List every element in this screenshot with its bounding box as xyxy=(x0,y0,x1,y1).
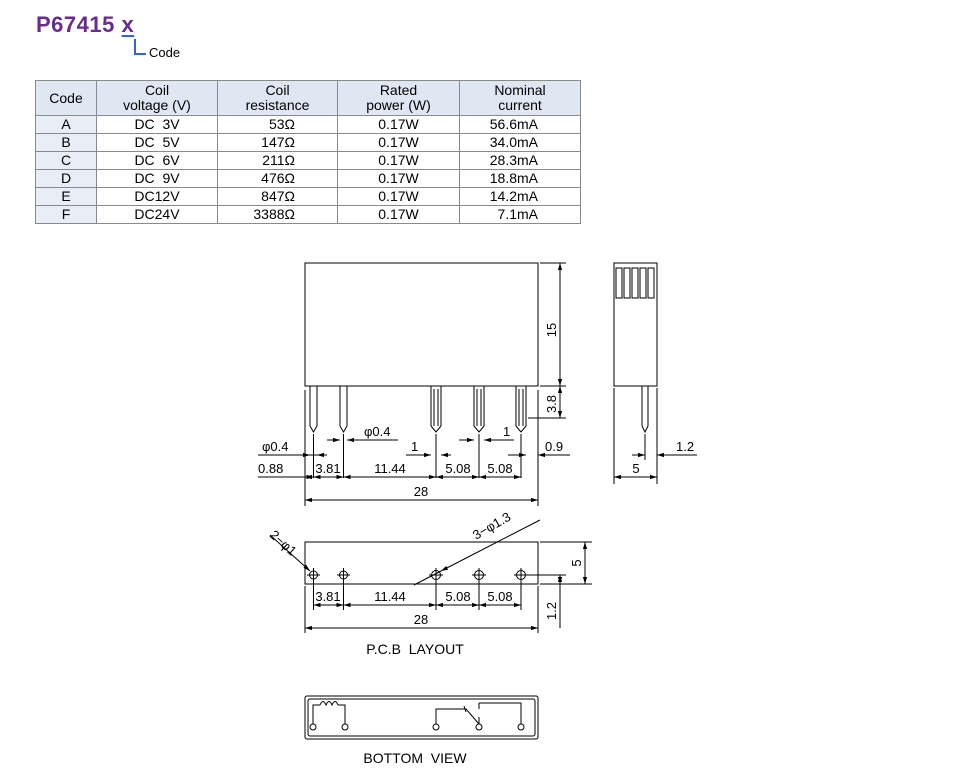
cell-resistance: 3388Ω xyxy=(217,205,338,224)
pcb-outline xyxy=(304,541,539,585)
pcb-pitch-4-label: 5.08 xyxy=(487,589,512,604)
dim-side-pin-offset-label: 1.2 xyxy=(676,439,694,454)
header-code: Code xyxy=(35,80,97,116)
relay-body xyxy=(304,262,539,387)
dim-pitch-3-label: 5.08 xyxy=(445,461,470,476)
coil-icon xyxy=(309,701,349,731)
cell-code: B xyxy=(35,133,97,152)
pcb-layout-view xyxy=(269,519,592,633)
contact-switch-icon xyxy=(432,702,525,731)
dim-pin-dia-mid-label: φ0.4 xyxy=(364,424,391,439)
pcb-layout-caption: P.C.B LAYOUT xyxy=(366,641,464,657)
dim-height-label: 15 xyxy=(544,323,559,337)
pcb-pitch-2-label: 11.44 xyxy=(374,589,406,604)
dim-pin-length-label: 3.8 xyxy=(544,395,559,413)
cell-code: F xyxy=(35,205,97,224)
bottom-view-caption: BOTTOM VIEW xyxy=(363,750,467,766)
table-row: D DC 9V 476Ω 0.17W 18.8mA xyxy=(35,169,581,188)
pcb-holes xyxy=(307,568,528,582)
pcb-hole-small-label: 2−φ1 xyxy=(267,527,300,559)
cell-current: 7.1mA xyxy=(459,205,581,224)
side-view xyxy=(613,262,697,484)
pcb-offset-label: 1.2 xyxy=(544,602,559,620)
table-row: C DC 6V 211Ω 0.17W 28.3mA xyxy=(35,151,581,170)
code-bracket xyxy=(134,39,146,55)
cell-power: 0.17W xyxy=(337,115,460,134)
cell-power: 0.17W xyxy=(337,151,460,170)
dim-pin-dia-left-label: φ0.4 xyxy=(262,439,289,454)
pcb-pitch-3-label: 5.08 xyxy=(445,589,470,604)
dim-pitch-2-label: 11.44 xyxy=(374,461,406,476)
relay-pins xyxy=(309,386,527,433)
bottom-view xyxy=(304,695,539,740)
pcb-pitch-1-label: 3.81 xyxy=(315,589,340,604)
cell-voltage: DC12V xyxy=(96,187,218,206)
code-label: Code xyxy=(149,45,181,60)
part-number: P67415 xyxy=(36,12,115,37)
table-row: A DC 3V 53Ω 0.17W 56.6mA xyxy=(35,115,581,134)
table-row: B DC 5V 147Ω 0.17W 34.0mA xyxy=(35,133,581,152)
cell-resistance: 53Ω xyxy=(217,115,338,134)
cell-voltage: DC24V xyxy=(96,205,218,224)
relay-side-body xyxy=(613,262,658,387)
dim-left-margin-label: 0.88 xyxy=(258,461,283,476)
cell-current: 34.0mA xyxy=(459,133,581,152)
table-row: F DC24V 3388Ω 0.17W 7.1mA xyxy=(35,205,581,224)
dim-side-width-label: 5 xyxy=(632,461,639,476)
part-number-title: P67415 x xyxy=(36,12,134,38)
dim-pin-width-b-label: 1 xyxy=(503,424,510,439)
cell-power: 0.17W xyxy=(337,133,460,152)
code-suffix: x xyxy=(121,12,135,37)
dim-pitch-1-label: 3.81 xyxy=(315,461,340,476)
table-row: E DC12V 847Ω 0.17W 14.2mA xyxy=(35,187,581,206)
front-view xyxy=(258,262,570,506)
cell-power: 0.17W xyxy=(337,205,460,224)
pcb-height-label: 5 xyxy=(569,559,584,566)
dim-right-margin-label: 0.9 xyxy=(545,439,563,454)
cell-current: 56.6mA xyxy=(459,115,581,134)
pcb-total-length-label: 28 xyxy=(414,612,428,627)
dim-pin-width-a-label: 1 xyxy=(411,439,418,454)
dim-total-length-label: 28 xyxy=(414,484,428,499)
cell-current: 18.8mA xyxy=(459,169,581,188)
bottom-view-outline xyxy=(304,695,539,740)
dim-pitch-4-label: 5.08 xyxy=(487,461,512,476)
